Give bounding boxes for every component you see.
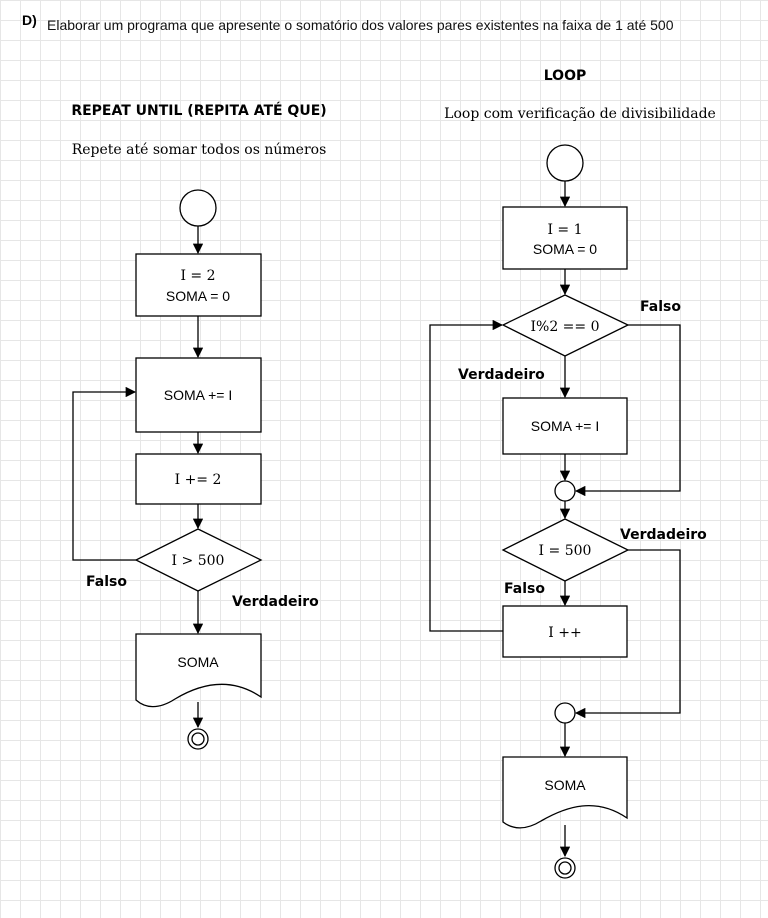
right-inc-label: I ++: [548, 625, 581, 641]
right-condition1-label: I%2 == 0: [530, 319, 599, 335]
left-inc-label: I += 2: [175, 472, 222, 488]
left-start-node: [179, 189, 217, 227]
right-sum-box: [502, 397, 628, 455]
problem-statement: Elaborar um programa que apresente o som…: [47, 17, 674, 33]
left-false-label: Falso: [86, 574, 127, 590]
left-output-label: SOMA: [177, 654, 219, 670]
left-true-label: Verdadeiro: [232, 594, 319, 610]
right-condition2-label: I = 500: [539, 543, 592, 559]
right-init-line1: I = 1: [547, 222, 582, 238]
left-inc-box: [135, 453, 262, 505]
left-subtitle: Repete até somar todos os números: [72, 142, 327, 158]
left-sum-label: SOMA += I: [164, 387, 232, 403]
left-sum-box: [135, 357, 262, 433]
right-heading: LOOP: [544, 68, 587, 84]
left-init-box: [135, 253, 262, 317]
section-label: D): [22, 12, 37, 28]
right-output-label: SOMA: [544, 777, 586, 793]
right-cond1-true-label: Verdadeiro: [458, 367, 545, 383]
left-condition-label: I > 500: [172, 553, 225, 569]
right-cond1-false-label: Falso: [640, 299, 681, 315]
right-sum-label: SOMA += I: [531, 418, 599, 434]
right-output-document: [502, 756, 628, 829]
right-start-node: [546, 144, 584, 182]
right-init-line2: SOMA = 0: [533, 241, 597, 257]
right-merge-node-1: [554, 480, 576, 502]
right-init-box: [502, 206, 628, 270]
left-init-line1: I = 2: [180, 268, 215, 284]
left-output-document: [135, 633, 262, 708]
right-cond2-true-label: Verdadeiro: [620, 527, 707, 543]
right-inc-box: [502, 605, 628, 658]
right-subtitle: Loop com verificação de divisibilidade: [444, 106, 716, 122]
left-heading: REPEAT UNTIL (REPITA ATÉ QUE): [71, 102, 326, 119]
right-cond2-false-label: Falso: [504, 581, 545, 597]
right-merge-node-2: [554, 702, 576, 724]
left-init-line2: SOMA = 0: [166, 288, 230, 304]
